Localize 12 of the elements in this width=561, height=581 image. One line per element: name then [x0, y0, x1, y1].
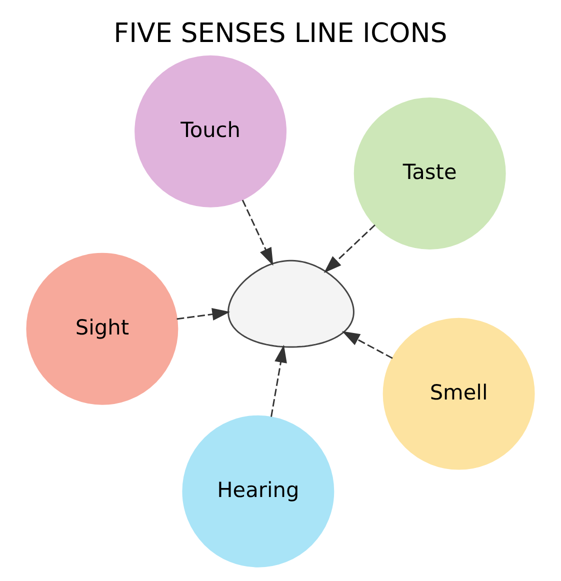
diagram-title: FIVE SENSES LINE ICONS — [114, 18, 448, 49]
node-circle: Touch — [134, 55, 287, 208]
arrow — [342, 331, 393, 359]
node-brain — [228, 260, 354, 348]
node-circle: Taste — [354, 97, 506, 250]
arrow — [270, 344, 287, 417]
arrow — [176, 308, 230, 320]
node-circle: Hearing — [182, 415, 334, 568]
node-circle: Sight — [26, 252, 178, 405]
arrow — [242, 200, 274, 266]
arrow — [324, 224, 376, 273]
node-circle: Smell — [382, 318, 535, 470]
